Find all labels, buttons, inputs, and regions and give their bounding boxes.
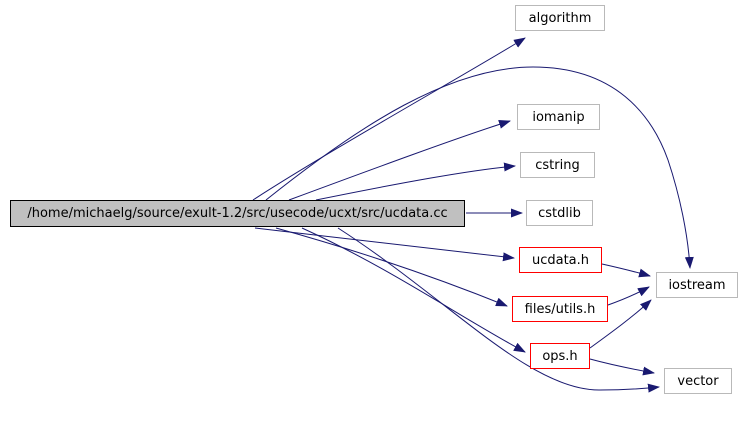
edge-main-to-algorithm xyxy=(252,37,526,201)
node-iostream: iostream xyxy=(656,272,738,298)
node-iostream-label: iostream xyxy=(668,277,726,293)
node-cstdlib-label: cstdlib xyxy=(538,205,581,221)
node-ops-h-label: ops.h xyxy=(542,348,578,364)
edge-ops-h-to-iostream xyxy=(589,299,652,349)
edge-main-to-files-utils-h xyxy=(275,227,508,307)
node-ucdata-h-label: ucdata.h xyxy=(531,252,590,268)
node-vector: vector xyxy=(664,368,732,394)
edge-main-to-iomanip xyxy=(288,119,511,201)
node-main-source-file: /home/michaelg/source/exult-1.2/src/usec… xyxy=(10,200,465,227)
edge-main-to-vector xyxy=(337,227,660,393)
node-iomanip: iomanip xyxy=(517,104,600,130)
node-cstring: cstring xyxy=(520,152,595,178)
node-algorithm: algorithm xyxy=(515,5,605,31)
node-cstdlib: cstdlib xyxy=(526,200,593,226)
node-iomanip-label: iomanip xyxy=(532,109,585,125)
edge-main-to-cstring xyxy=(315,162,516,201)
edge-main-to-iostream xyxy=(265,66,694,269)
edge-ucdata-h-to-iostream xyxy=(601,263,651,278)
node-files-utils-h-label: files/utils.h xyxy=(524,301,596,317)
node-ops-h[interactable]: ops.h xyxy=(530,343,590,369)
node-ucdata-h[interactable]: ucdata.h xyxy=(519,247,602,273)
node-main-label: /home/michaelg/source/exult-1.2/src/usec… xyxy=(27,206,448,221)
node-cstring-label: cstring xyxy=(535,157,580,173)
node-algorithm-label: algorithm xyxy=(528,10,592,26)
node-vector-label: vector xyxy=(677,373,719,389)
edge-main-to-ops-h xyxy=(301,227,526,353)
edge-ops-h-to-vector xyxy=(589,358,655,376)
node-files-utils-h[interactable]: files/utils.h xyxy=(512,296,608,322)
edge-files-utils-h-to-iostream xyxy=(607,286,650,306)
